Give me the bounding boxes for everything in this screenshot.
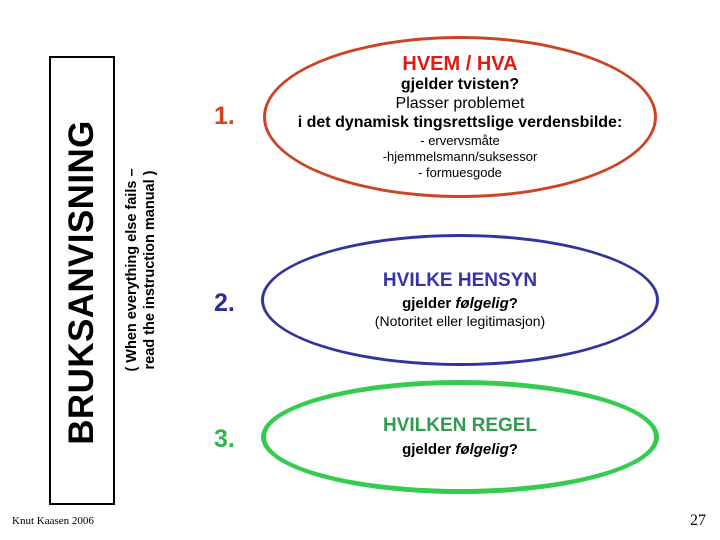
step-number-2: 2. bbox=[214, 289, 235, 317]
side-subtitle-line-2: read the instruction manual ) bbox=[142, 170, 158, 370]
ellipse-1-line-2: gjelder tvisten? bbox=[400, 76, 520, 93]
ellipse-2-line-3: (Notoritet eller legitimasjon) bbox=[374, 313, 546, 330]
ellipse-2-heading: HVILKE HENSYN bbox=[382, 270, 538, 292]
step-number-1: 1. bbox=[214, 102, 235, 130]
ellipse-3-heading: HVILKEN REGEL bbox=[382, 415, 538, 437]
ellipse-3-line-2-prefix: gjelder bbox=[402, 440, 456, 458]
ellipse-step-1: HVEM / HVA gjelder tvisten? Plasser prob… bbox=[263, 36, 657, 198]
side-title-box: BRUKSANVISNING bbox=[49, 56, 115, 505]
side-subtitle-wrapper: ( When everything else fails – read the … bbox=[116, 145, 168, 395]
ellipse-2-line-2-emphasis: følgelig bbox=[455, 295, 509, 313]
ellipse-1-bullet-2: -hjemmelsmann/suksessor bbox=[382, 148, 538, 164]
ellipse-3-line-2-emphasis: følgelig bbox=[455, 440, 509, 458]
ellipse-3-line-2-suffix: ? bbox=[508, 440, 518, 458]
ellipse-2-line-2-suffix: ? bbox=[508, 295, 518, 313]
step-number-3: 3. bbox=[214, 425, 235, 453]
ellipse-1-bullet-3: - formuesgode bbox=[418, 165, 502, 181]
side-subtitle-text: ( When everything else fails – read the … bbox=[116, 145, 168, 395]
ellipse-1-line-3: Plasser problemet bbox=[395, 94, 525, 112]
ellipse-1-heading: HVEM / HVA bbox=[402, 52, 518, 75]
ellipse-1-line-4: i det dynamisk tingsrettslige verdensbil… bbox=[297, 113, 623, 131]
ellipse-1-bullet-1: - ervervsmåte bbox=[420, 132, 500, 148]
footer-credit: Knut Kaasen 2006 bbox=[12, 515, 94, 527]
ellipse-2-line-2: gjelder følgelig? bbox=[402, 295, 518, 313]
ellipse-2-line-2-prefix: gjelder bbox=[402, 295, 456, 313]
ellipse-step-3: HVILKEN REGEL gjelder følgelig? bbox=[261, 380, 659, 494]
ellipse-3-line-2: gjelder følgelig? bbox=[402, 441, 518, 459]
ellipse-step-2: HVILKE HENSYN gjelder følgelig? (Notorit… bbox=[261, 234, 659, 366]
side-subtitle-line-1: ( When everything else fails – bbox=[124, 168, 141, 372]
footer-page-number: 27 bbox=[690, 512, 706, 529]
side-title-text: BRUKSANVISNING bbox=[62, 120, 101, 445]
